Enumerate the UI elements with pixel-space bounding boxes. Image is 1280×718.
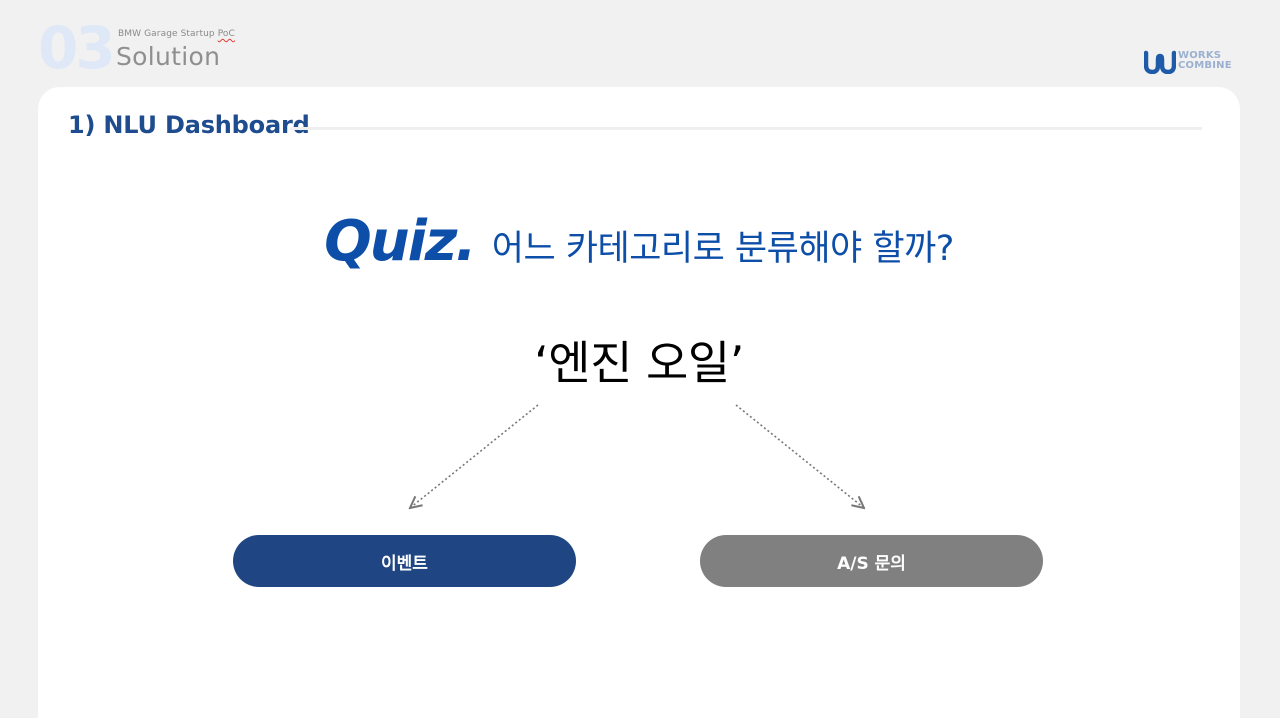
logo-w-icon: [1144, 50, 1176, 74]
logo-text-line2: COMBINE: [1178, 60, 1232, 71]
arrow-right-icon: [735, 404, 864, 508]
logo-text-line1: WORKS: [1178, 50, 1222, 61]
option-as-inquiry-button[interactable]: A/S 문의: [700, 535, 1043, 587]
quiz-keyword: ‘엔진 오일’: [534, 336, 744, 390]
quiz-row: Quiz. 어느 카테고리로 분류해야 할까?: [38, 209, 1240, 274]
quiz-question: 어느 카테고리로 분류해야 할까?: [491, 229, 955, 269]
arrow-left-icon: [410, 404, 539, 508]
quiz-label: Quiz.: [324, 209, 477, 274]
subtitle-poc-text: PoC: [217, 29, 235, 39]
card-heading: 1) NLU Dashboard: [68, 111, 310, 139]
logo-text: WORKS COMBINE: [1178, 51, 1232, 71]
option-event-button[interactable]: 이벤트: [233, 535, 576, 587]
slide-subtitle: BMW Garage Startup PoC: [118, 29, 235, 39]
heading-divider: [290, 127, 1202, 130]
section-title: Solution: [116, 42, 221, 71]
works-combine-logo: WORKS COMBINE: [1144, 48, 1240, 76]
section-number: 03: [38, 14, 116, 82]
arrows-layer: [38, 404, 1240, 718]
content-card: 1) NLU Dashboard Quiz. 어느 카테고리로 분류해야 할까?…: [38, 87, 1240, 718]
subtitle-main-text: BMW Garage Startup: [118, 29, 218, 39]
